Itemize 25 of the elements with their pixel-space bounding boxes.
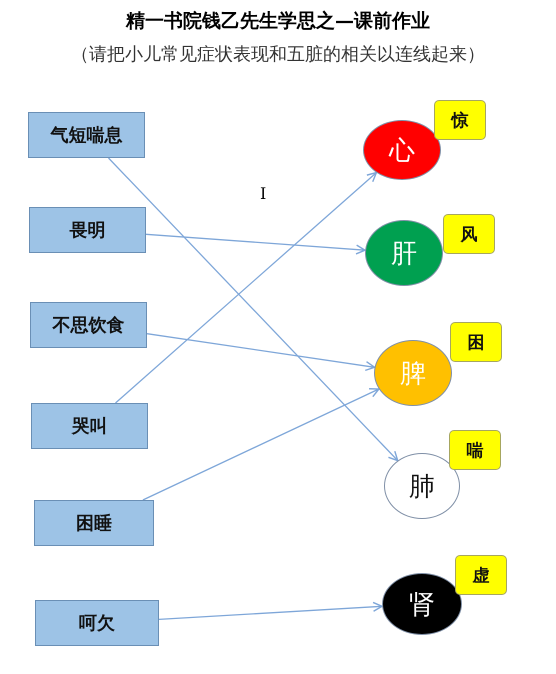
arrow: [146, 234, 366, 255]
arrow: [146, 333, 376, 372]
organ-circle: 脾: [374, 340, 452, 406]
symptom-box: 困睡: [34, 500, 154, 546]
symptom-box: 不思饮食: [30, 302, 147, 348]
tag-box: 风: [443, 214, 495, 254]
tag-box: 困: [450, 322, 502, 362]
subtitle: （请把小儿常见症状表现和五脏的相关以连线起来）: [70, 43, 486, 66]
symptom-box: 呵欠: [35, 600, 159, 646]
symptom-box: 气短喘息: [28, 112, 145, 158]
tag-box: 虚: [455, 555, 507, 595]
symptom-box: 哭叫: [31, 403, 148, 449]
tag-box: 惊: [434, 100, 486, 140]
tag-box: 喘: [449, 430, 501, 470]
organ-circle: 肝: [365, 220, 443, 286]
arrow: [108, 158, 398, 462]
title: 精一书院钱乙先生学思之—课前作业: [124, 9, 431, 34]
organ-circle: 心: [363, 120, 441, 180]
arrow: [115, 172, 378, 404]
cursor-mark: I: [260, 184, 266, 203]
symptom-box: 畏明: [29, 207, 146, 253]
arrow: [142, 388, 380, 501]
arrow: [158, 602, 383, 620]
organ-circle: 肾: [382, 573, 462, 635]
organ-circle: 肺: [384, 453, 460, 519]
